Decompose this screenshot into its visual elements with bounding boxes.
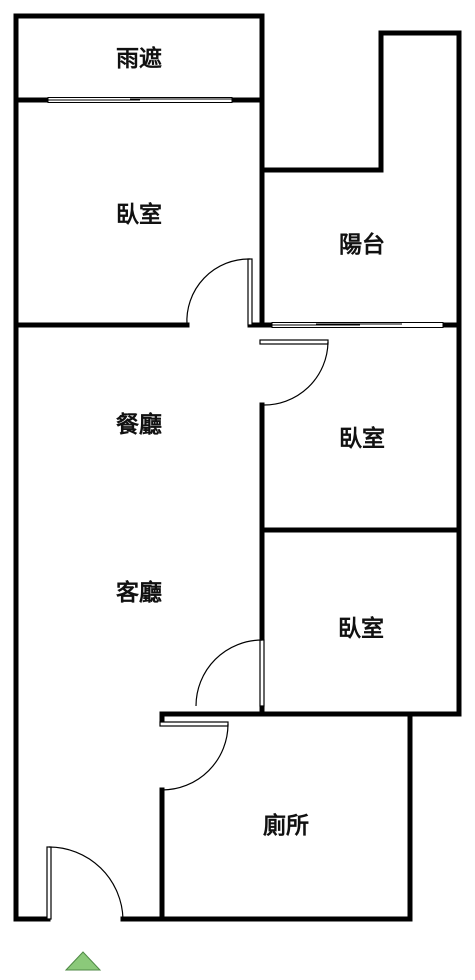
room-label-bedroom-mid: 臥室: [339, 425, 385, 452]
room-label-bathroom: 廁所: [263, 812, 309, 839]
room-labels: 雨遮 臥室 陽台 餐廳 臥室 客廳 臥室 廁所: [116, 45, 385, 839]
bedroom-top-door: [186, 258, 253, 326]
room-label-living: 客廳: [116, 579, 162, 606]
room-label-balcony: 陽台: [339, 231, 385, 258]
room-label-bedroom-top: 臥室: [116, 201, 162, 228]
room-label-dining: 餐廳: [116, 411, 162, 438]
outer-wall: [13, 13, 462, 922]
room-label-canopy: 雨遮: [116, 45, 162, 72]
room-label-bedroom-bottom: 臥室: [338, 615, 384, 642]
bedroom-mid-door: [259, 339, 329, 406]
entrance-door: [46, 846, 124, 920]
bedroom-bottom-door: [195, 639, 265, 707]
walls: [13, 13, 462, 922]
doors: [46, 258, 329, 920]
bathroom-door: [159, 721, 229, 791]
sliding-doors: [47, 97, 444, 328]
entrance-triangle-icon: [64, 951, 102, 971]
